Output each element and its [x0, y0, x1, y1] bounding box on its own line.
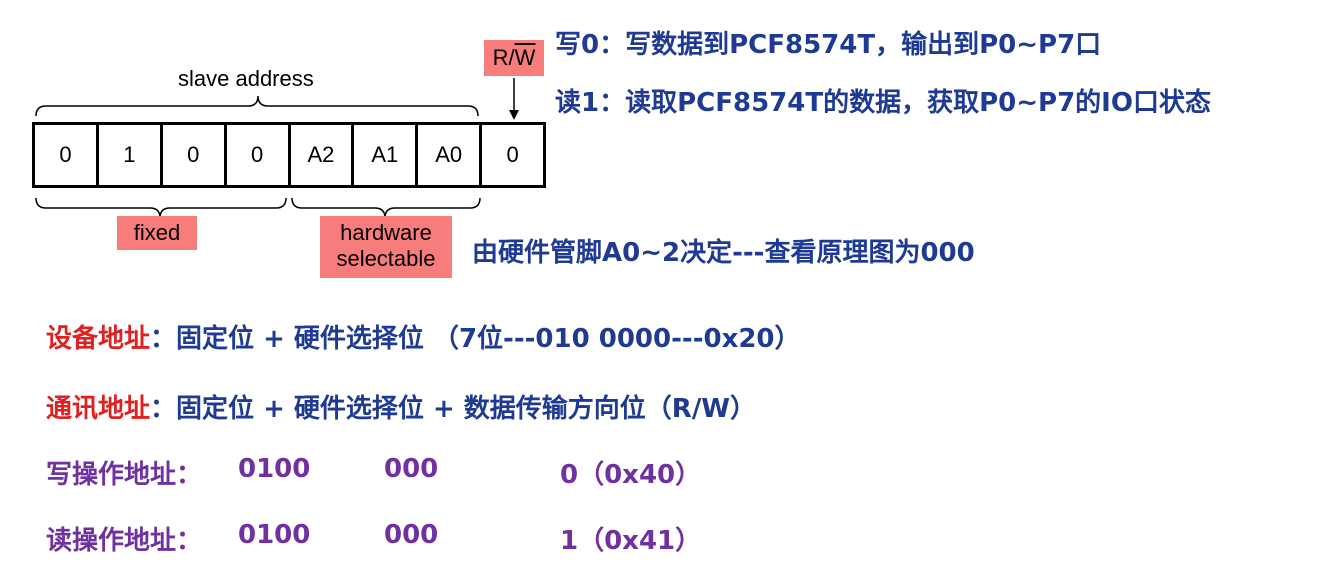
bit-cell: A0	[418, 125, 483, 185]
note-pins: 由硬件管脚A0~2决定---查看原理图为000	[472, 238, 975, 268]
rw-label-box: R/W	[484, 40, 544, 76]
bit-cell: 0	[163, 125, 227, 185]
bit-cell: 0	[35, 125, 99, 185]
hardware-label-line1: hardware	[340, 220, 432, 245]
note-read: 读1：读取PCF8574T的数据，获取P0~P7的IO口状态	[555, 88, 1211, 118]
read-address-key: 读操作地址：	[46, 526, 203, 556]
slave-address-brace	[35, 95, 479, 117]
comm-address-value: ：固定位 + 硬件选择位 + 数据传输方向位（R/W）	[150, 394, 756, 424]
address-bit-row: 0 1 0 0 A2 A1 A0 0	[32, 122, 546, 188]
read-address-hw: 000	[384, 520, 439, 550]
write-address-hw: 000	[384, 454, 439, 484]
hardware-brace	[291, 197, 481, 219]
rw-arrow-head	[509, 110, 519, 120]
write-address-fixed: 0100	[238, 454, 311, 484]
device-address-line: 设备地址：固定位 + 硬件选择位 （7位---010 0000---0x20）	[46, 318, 801, 355]
device-address-value: ：固定位 + 硬件选择位 （7位---010 0000---0x20）	[150, 324, 801, 354]
comm-address-line: 通讯地址：固定位 + 硬件选择位 + 数据传输方向位（R/W）	[46, 388, 756, 425]
device-address-key: 设备地址	[46, 324, 151, 354]
write-address-rw: 0（0x40）	[560, 460, 702, 490]
bit-cell: 1	[99, 125, 163, 185]
bit-cell: 0	[227, 125, 291, 185]
read-address-fixed: 0100	[238, 520, 311, 550]
fixed-label-box: fixed	[117, 216, 197, 250]
bit-cell: A2	[291, 125, 355, 185]
hardware-label-box: hardware selectable	[320, 216, 452, 278]
fixed-brace	[35, 197, 287, 219]
fixed-label: fixed	[133, 220, 181, 245]
rw-label-w: W	[514, 45, 536, 70]
read-address-rw: 1（0x41）	[560, 526, 702, 556]
slave-address-label: slave address	[178, 66, 314, 91]
note-write: 写0：写数据到PCF8574T，输出到P0~P7口	[555, 30, 1102, 60]
bit-cell: 0	[506, 142, 519, 167]
bit-cell: A1	[354, 125, 419, 185]
write-address-key: 写操作地址：	[46, 460, 203, 490]
rw-label-r: R/	[492, 45, 515, 70]
comm-address-key: 通讯地址	[46, 394, 151, 424]
hardware-label-line2: selectable	[336, 246, 436, 271]
